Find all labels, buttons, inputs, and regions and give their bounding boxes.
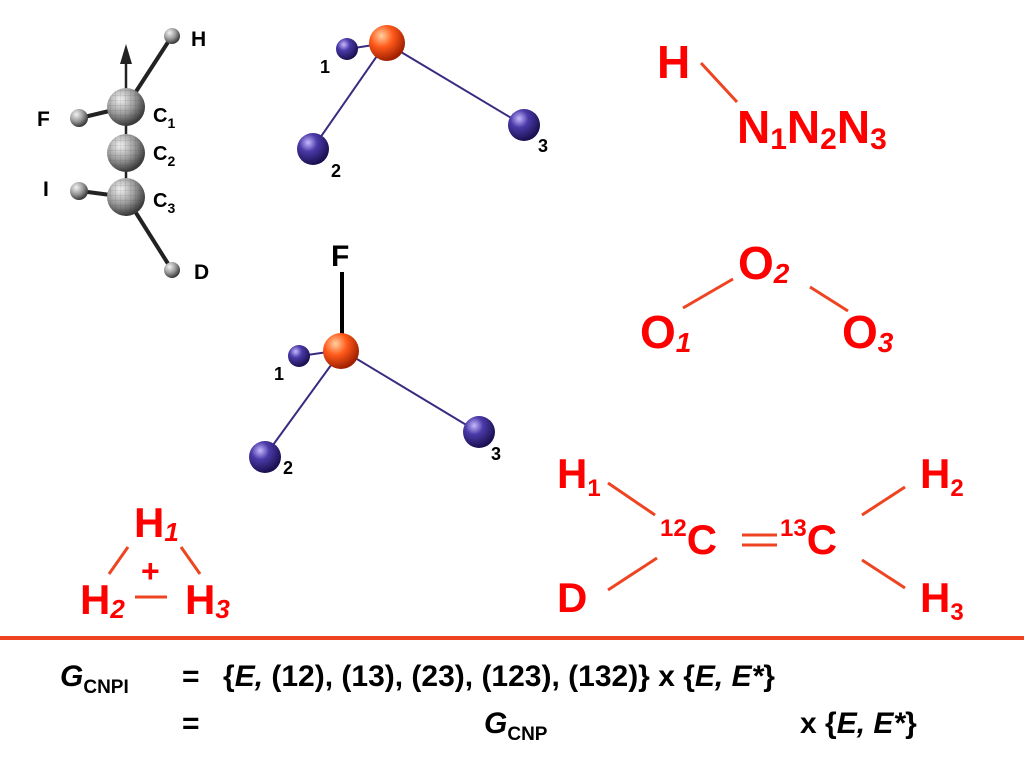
- triatomic-model-2: F 1 2 3: [249, 240, 501, 478]
- bond-o1-o2: [682, 277, 734, 310]
- bond-h1-h2: [107, 546, 130, 575]
- atom-h1: H1: [134, 499, 179, 547]
- purple-sphere-icon: [508, 109, 540, 141]
- grey-sphere-icon: [164, 262, 180, 278]
- atom-h: H: [657, 36, 690, 88]
- equation-line-2-set: x {E, E*}: [800, 707, 917, 740]
- equation-line-1-set: {E, (12), (13), (23), (123), (132)} x {E…: [223, 660, 775, 693]
- atom-h3: H3: [920, 574, 964, 626]
- bond-h1-c: [607, 481, 656, 517]
- purple-sphere-icon: [249, 441, 281, 473]
- label-2: 2: [283, 458, 293, 478]
- label-c2: C2: [153, 143, 175, 169]
- ethylene-structure: H1 H2 D H3 12C 13C: [557, 450, 964, 626]
- allene-3d-model: H F I D C1 C2 C3: [37, 28, 209, 284]
- ozone-structure: O2 O1 O3: [640, 237, 894, 358]
- bond-c-h3: [861, 558, 906, 590]
- bond-c-h2: [861, 485, 906, 517]
- label-c1: C1: [153, 105, 175, 131]
- atom-c12: 12C: [660, 515, 717, 563]
- sphere-mesh: [107, 178, 145, 216]
- bond: [312, 42, 387, 149]
- purple-sphere-icon: [288, 345, 310, 367]
- equation-line-1-equals: =: [182, 660, 200, 693]
- grey-sphere-icon: [164, 28, 180, 44]
- label-1: 1: [320, 57, 330, 77]
- bond: [341, 349, 479, 433]
- label-c3: C3: [153, 190, 175, 216]
- purple-sphere-icon: [336, 38, 358, 60]
- label-3: 3: [538, 136, 548, 156]
- sphere-mesh: [107, 88, 145, 126]
- label-1: 1: [274, 364, 284, 384]
- atom-o2: O2: [738, 237, 790, 289]
- equation-line-2-equals: =: [182, 707, 200, 740]
- bond: [264, 349, 343, 457]
- equation-line-1: GCNPI: [60, 660, 129, 698]
- label-2: 2: [331, 161, 341, 181]
- atom-h2: H2: [920, 450, 964, 502]
- hn3-formula: N1N2N3: [737, 101, 887, 156]
- bond-d-c: [607, 556, 658, 592]
- atom-o3: O3: [842, 306, 894, 358]
- bond: [385, 42, 524, 126]
- label-h: H: [191, 28, 206, 51]
- charge-plus: +: [141, 553, 160, 589]
- atom-d: D: [557, 574, 587, 621]
- label-d: D: [194, 261, 209, 284]
- group-equations: GCNPI = {E, (12), (13), (23), (123), (13…: [60, 660, 917, 745]
- orange-sphere-icon: [369, 25, 405, 61]
- purple-sphere-icon: [297, 133, 329, 165]
- atom-h3: H3: [185, 576, 230, 624]
- label-f: F: [331, 240, 349, 273]
- triatomic-model-1: 1 2 3: [297, 25, 548, 181]
- h3plus-structure: H1 + H2 H3: [80, 499, 230, 624]
- orange-sphere-icon: [323, 333, 359, 369]
- grey-sphere-icon: [70, 109, 88, 127]
- equation-line-2-g: GCNP: [484, 707, 548, 745]
- label-f: F: [37, 108, 50, 131]
- atom-o1: O1: [640, 306, 691, 358]
- label-i: I: [43, 178, 49, 201]
- bond-h-n1: [699, 61, 739, 104]
- bond-o2-o3: [809, 285, 849, 313]
- purple-sphere-icon: [463, 416, 495, 448]
- hn3-structure: H N1N2N3: [657, 36, 887, 156]
- sphere-mesh: [107, 134, 145, 172]
- label-3: 3: [491, 444, 501, 464]
- grey-sphere-icon: [70, 182, 88, 200]
- bond-h1-h3: [179, 546, 202, 575]
- atom-h1: H1: [557, 450, 601, 502]
- atom-c13: 13C: [780, 515, 837, 563]
- arrow-up-icon: [120, 44, 132, 64]
- atom-h2: H2: [80, 576, 125, 624]
